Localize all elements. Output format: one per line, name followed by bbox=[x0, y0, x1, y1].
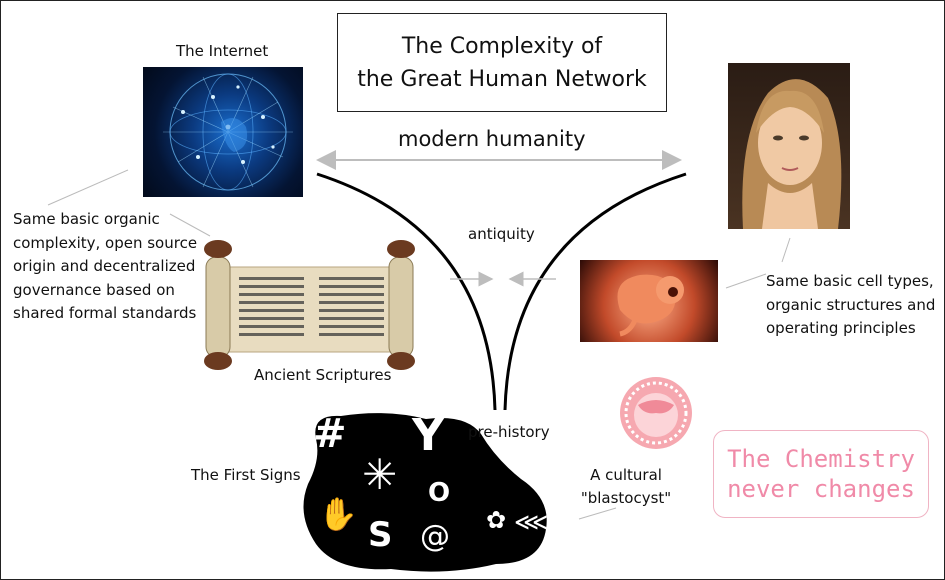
right-comparison-text: Same basic cell types, organic structure… bbox=[766, 270, 935, 341]
sign-glyph-comb: ⋘ bbox=[514, 508, 549, 536]
sign-glyph-hand: ✋ bbox=[318, 495, 358, 533]
sign-glyph-y: Y bbox=[412, 410, 444, 461]
antiquity-label: antiquity bbox=[468, 225, 535, 243]
sign-glyph-flower: ✿ bbox=[486, 506, 507, 534]
ancient-scroll-image bbox=[184, 237, 434, 377]
ancient-scriptures-label: Ancient Scriptures bbox=[254, 366, 392, 384]
chemistry-note: The Chemistry never changes bbox=[713, 430, 929, 518]
chemistry-line-1: The Chemistry bbox=[727, 445, 915, 473]
right-comparison-line: Same basic cell types, bbox=[766, 272, 934, 290]
embryo-icon bbox=[617, 274, 684, 337]
title-line-1: The Complexity of bbox=[401, 33, 603, 59]
internet-label: The Internet bbox=[176, 42, 269, 60]
sign-glyph-s: S bbox=[368, 515, 393, 555]
sign-glyph-hash: # bbox=[313, 411, 347, 457]
embryo-image bbox=[580, 260, 718, 342]
blastocyst-label: A cultural "blastocyst" bbox=[578, 464, 674, 510]
pre-history-label: pre-history bbox=[468, 423, 550, 441]
internet-globe-image bbox=[143, 67, 303, 197]
blastocyst-label-line: A cultural bbox=[590, 466, 662, 484]
network-lines-icon bbox=[163, 73, 293, 191]
blastocyst-label-line: "blastocyst" bbox=[580, 489, 672, 507]
sign-glyph-circle: O bbox=[428, 478, 451, 508]
diagram-title: The Complexity of the Great Human Networ… bbox=[337, 13, 667, 112]
left-comparison-text: Same basic organic complexity, open sour… bbox=[13, 208, 197, 326]
sign-glyph-star: ✳ bbox=[362, 450, 398, 499]
left-comparison-line: shared formal standards bbox=[13, 304, 197, 322]
face-icon bbox=[742, 79, 842, 229]
sign-glyph-spiral: @ bbox=[420, 519, 450, 554]
right-comparison-line: organic structures and bbox=[766, 295, 936, 314]
title-line-2: the Great Human Network bbox=[357, 66, 647, 92]
chemistry-line-2: never changes bbox=[727, 475, 915, 503]
first-signs-image bbox=[296, 404, 556, 574]
left-comparison-line: complexity, open source bbox=[13, 233, 198, 252]
blastocyst-image bbox=[618, 375, 694, 451]
right-comparison-line: operating principles bbox=[766, 319, 916, 337]
modern-humanity-label: modern humanity bbox=[398, 127, 586, 151]
woman-portrait-image bbox=[728, 63, 850, 229]
left-comparison-line: governance based on bbox=[13, 280, 175, 299]
first-signs-label: The First Signs bbox=[191, 466, 301, 484]
left-comparison-line: Same basic organic bbox=[13, 210, 160, 228]
left-comparison-line: origin and decentralized bbox=[13, 257, 196, 275]
